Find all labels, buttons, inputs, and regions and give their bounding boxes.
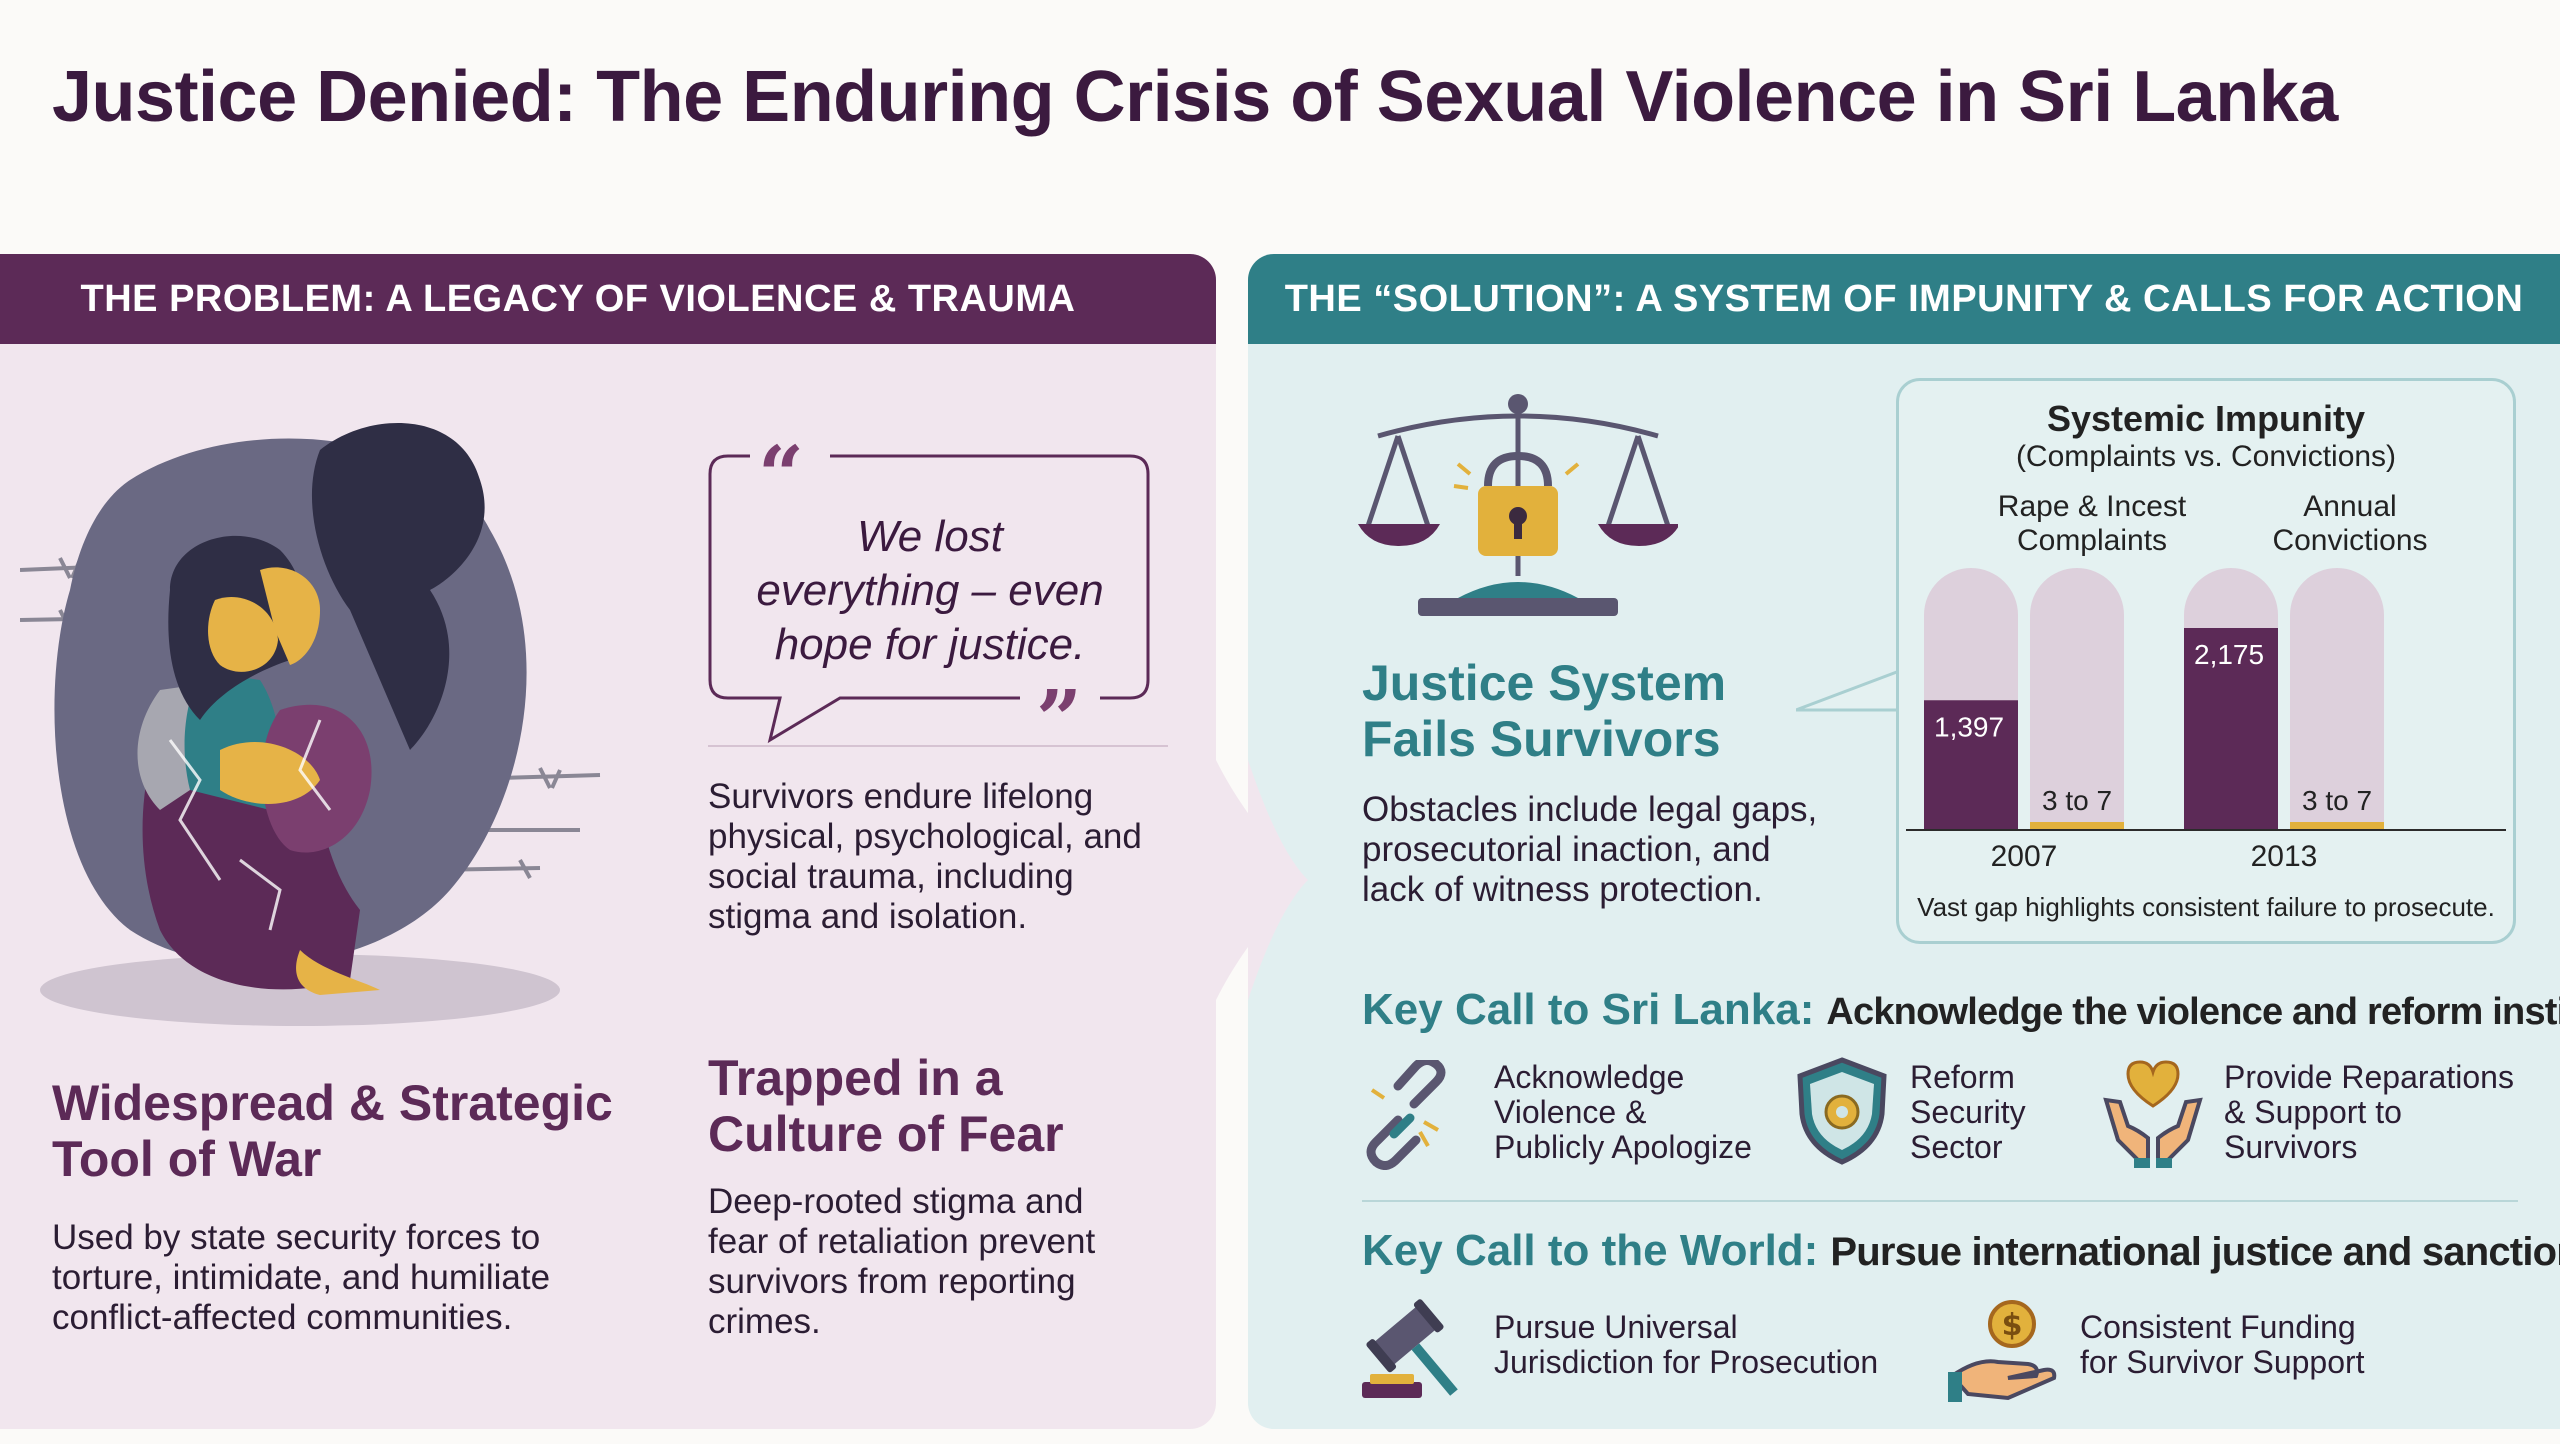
heading-line: Widespread & Strategic (52, 1075, 613, 1131)
text-line: conflict-affected communities. (52, 1298, 513, 1337)
quote-line: everything – even (756, 566, 1104, 615)
text-line: Used by state security forces to (52, 1218, 541, 1257)
text-line: social trauma, including (708, 857, 1074, 896)
data-label: 2,175 (2194, 639, 2264, 670)
close-quote-icon: ” (1036, 672, 1083, 766)
data-label: 3 to 7 (2042, 785, 2112, 816)
text-line: Obstacles include legal gaps, (1362, 790, 1818, 829)
hands-heart-icon (2103, 1060, 2203, 1168)
bar-track (2030, 568, 2124, 830)
quote-text: We lost everything – even hope for justi… (740, 510, 1120, 672)
broken-chain-icon (1366, 1060, 1446, 1170)
x-tick-label: 2007 (1991, 840, 2058, 873)
problem-header: THE PROBLEM: A LEGACY OF VIOLENCE & TRAU… (0, 254, 1216, 344)
divider (708, 745, 1168, 747)
svg-text:$: $ (2002, 1308, 2023, 1343)
hand-coin-icon: $ (1948, 1300, 2057, 1402)
convictions-bar (2290, 822, 2384, 830)
heading-line: Justice System (1362, 655, 1727, 711)
culture-of-fear-heading: Trapped in a Culture of Fear (708, 1050, 1188, 1162)
label-line: for Survivor Support (2080, 1344, 2365, 1380)
x-tick-label: 2013 (2251, 840, 2318, 873)
survivor-illustration (20, 422, 601, 1026)
call-heading: Key Call to the World: (1362, 1226, 1819, 1275)
text-line: physical, psychological, and (708, 817, 1142, 856)
call-heading: Key Call to Sri Lanka: (1362, 985, 1815, 1034)
quote-line: hope for justice. (774, 620, 1086, 669)
call-subheading: Pursue international justice and sanctio… (1830, 1230, 2560, 1274)
open-quote-icon: “ (758, 428, 805, 522)
divider (1362, 1200, 2518, 1202)
text-line: prosecutorial inaction, and (1362, 830, 1771, 869)
reparations-label: Provide Reparations & Support to Survivo… (2224, 1060, 2544, 1165)
data-label: 3 to 7 (2302, 785, 2372, 816)
tool-of-war-heading: Widespread & Strategic Tool of War (52, 1075, 652, 1187)
label-line: Survivors (2224, 1129, 2358, 1165)
bar-track (2290, 568, 2384, 830)
legend-line: Annual (2303, 490, 2397, 523)
label-line: Violence & (1494, 1094, 1647, 1130)
text-line: Deep-rooted stigma and (708, 1182, 1084, 1221)
chart-note: Vast gap highlights consistent failure t… (1917, 892, 2495, 922)
text-line: survivors from reporting (708, 1262, 1076, 1301)
heading-line: Trapped in a (708, 1050, 1003, 1106)
legend-line: Complaints (2016, 524, 2168, 557)
text-line: fear of retaliation prevent (708, 1222, 1096, 1261)
acknowledge-violence-label: Acknowledge Violence & Publicly Apologiz… (1494, 1060, 1794, 1165)
reform-security-label: Reform Security Sector (1910, 1060, 2110, 1165)
label-line: Publicly Apologize (1494, 1129, 1752, 1165)
panel-notch (1248, 760, 1308, 1000)
data-label: 1,397 (1934, 711, 2004, 742)
tool-of-war-text: Used by state security forces to torture… (52, 1218, 652, 1338)
justice-system-heading: Justice System Fails Survivors (1362, 655, 1882, 767)
solution-header: THE “SOLUTION”: A SYSTEM OF IMPUNITY & C… (1248, 254, 2560, 344)
gavel-icon (1362, 1299, 1458, 1398)
impunity-bar-chart: 1,397 3 to 7 2007 2,175 3 to 7 2013 (1906, 568, 2506, 873)
label-line: Sector (1910, 1129, 2003, 1165)
chart-subtitle: (Complaints vs. Convictions) (2015, 440, 2397, 473)
scales-padlock-icon (1358, 394, 1678, 616)
label-line: & Support to (2224, 1094, 2402, 1130)
justice-system-text: Obstacles include legal gaps, prosecutor… (1362, 790, 1902, 910)
text-line: torture, intimidate, and humiliate (52, 1258, 551, 1297)
trauma-text: Survivors endure lifelong physical, psyc… (708, 777, 1188, 937)
chart-title: Systemic Impunity (2046, 398, 2366, 439)
label-line: Provide Reparations (2224, 1059, 2514, 1095)
call-subheading: Acknowledge the violence and reform inst… (1826, 991, 2560, 1033)
text-line: lack of witness protection. (1362, 870, 1763, 909)
shield-gear-icon (1797, 1057, 1887, 1165)
label-line: Consistent Funding (2080, 1309, 2356, 1345)
heading-line: Fails Survivors (1362, 711, 1721, 767)
legend-line: Rape & Incest (1997, 490, 2187, 523)
text-line: stigma and isolation. (708, 897, 1028, 936)
legend-convictions: Annual Convictions (2240, 490, 2460, 558)
heading-line: Tool of War (52, 1131, 322, 1187)
culture-of-fear-text: Deep-rooted stigma and fear of retaliati… (708, 1182, 1188, 1342)
text-line: crimes. (708, 1302, 821, 1341)
page-title: Justice Denied: The Enduring Crisis of S… (52, 57, 2338, 137)
world-call-heading: Key Call to the World: Pursue internatio… (1362, 1226, 2560, 1276)
universal-jurisdiction-label: Pursue Universal Jurisdiction for Prosec… (1494, 1310, 1914, 1380)
label-line: Security (1910, 1094, 2026, 1130)
chart-callout-pointer (1796, 668, 1902, 712)
sri-lanka-call-heading: Key Call to Sri Lanka: Acknowledge the v… (1362, 985, 2560, 1035)
label-line: Pursue Universal (1494, 1309, 1738, 1345)
legend-line: Convictions (2272, 524, 2428, 557)
legend-complaints: Rape & Incest Complaints (1972, 490, 2212, 558)
label-line: Reform (1910, 1059, 2015, 1095)
heading-line: Culture of Fear (708, 1106, 1064, 1162)
quote-line: We lost (857, 512, 1003, 561)
text-line: Survivors endure lifelong (708, 777, 1094, 816)
complaints-bar (2184, 628, 2278, 830)
quote-bubble (708, 444, 1150, 744)
complaints-bar (1924, 700, 2018, 830)
label-line: Acknowledge (1494, 1059, 1685, 1095)
label-line: Jurisdiction for Prosecution (1494, 1344, 1879, 1380)
survivor-funding-label: Consistent Funding for Survivor Support (2080, 1310, 2400, 1380)
convictions-bar (2030, 822, 2124, 830)
